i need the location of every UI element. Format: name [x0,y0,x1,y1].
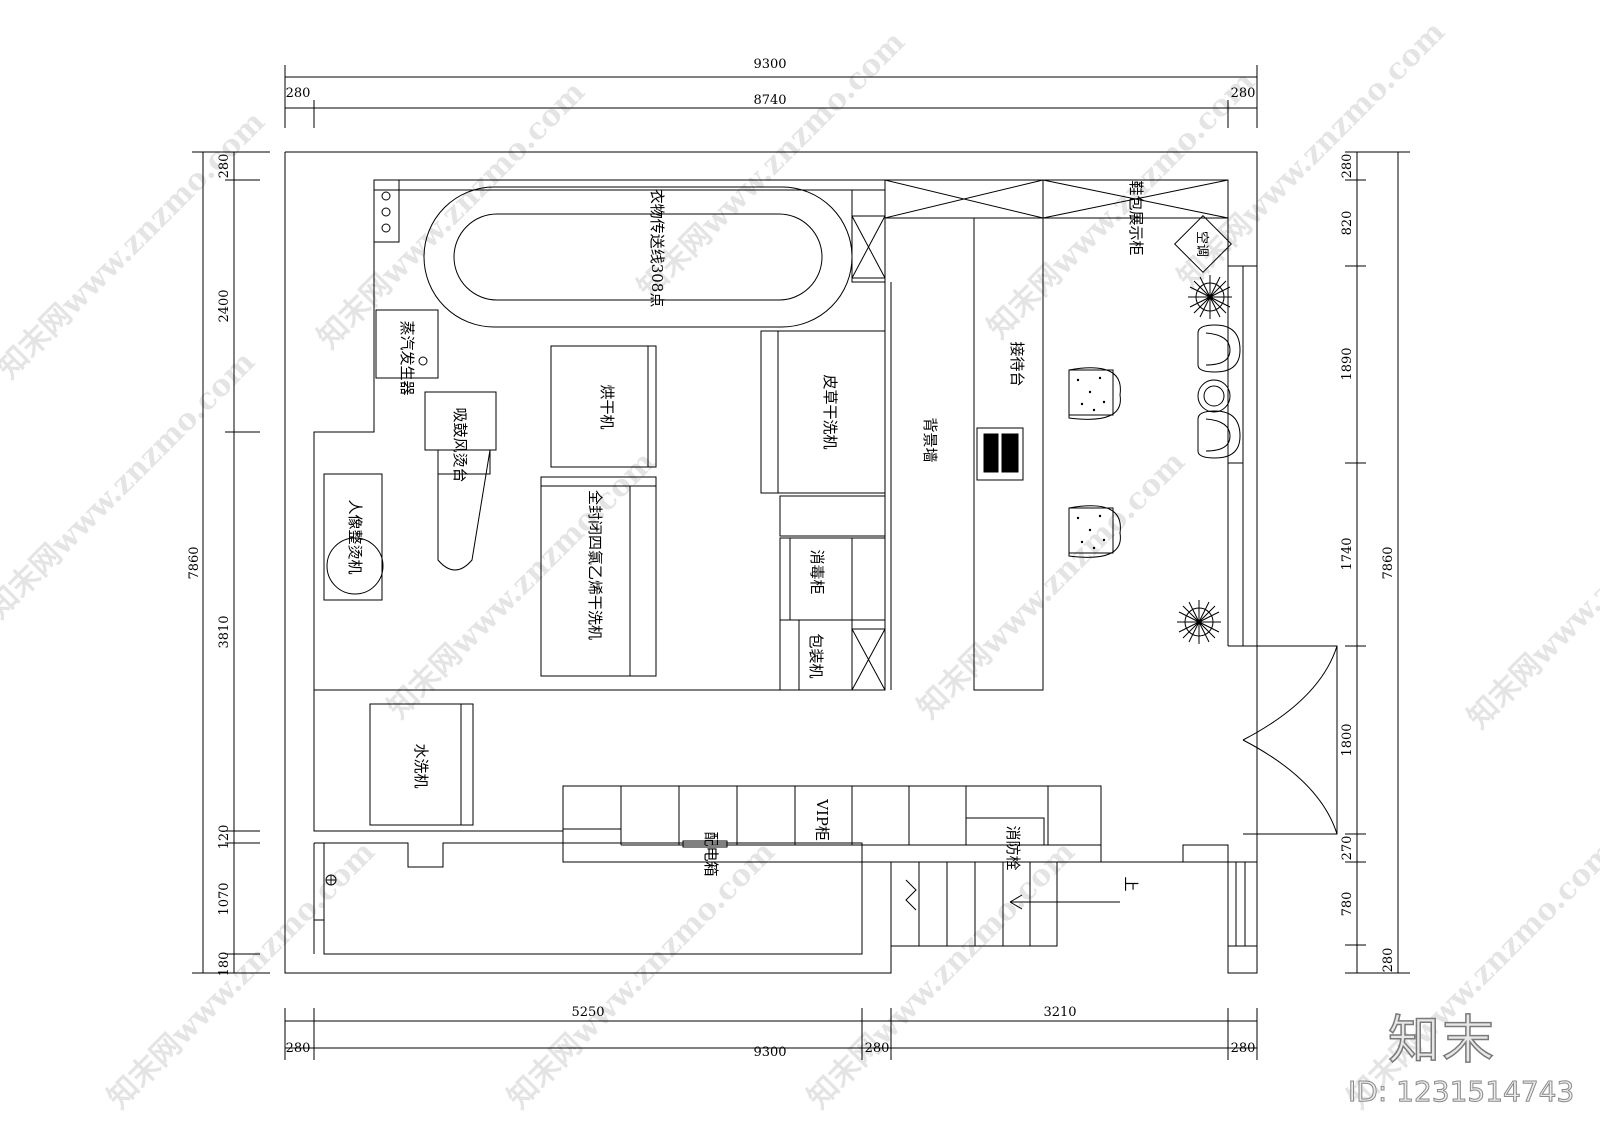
label-leather-dry-cleaner: 皮草干洗机 [821,374,839,449]
bottom-dimension-lines [284,1008,1258,1060]
watermark: 知末网www.znzmo.com [0,104,272,385]
label-sterilizer-cabinet: 消毒柜 [808,549,826,594]
perc-dry-cleaner [540,476,657,677]
watermark: 知末网www.znzmo.com [101,834,382,1115]
plant-1 [1188,275,1232,319]
dim-bottom-right: 280 [1231,1041,1256,1056]
column-bottom [851,628,886,691]
brand-logo: 知末 [1387,1010,1497,1072]
dryer [550,345,657,468]
dim-left-120: 120 [217,825,232,850]
dim-top-right: 280 [1231,86,1256,101]
label-perc-dry-cleaner: 全封闭四氯乙烯干洗机 [586,490,604,640]
shoe-bag-display-cabinet [884,179,1229,219]
watermark: 知末网www.znzmo.com [1461,454,1600,735]
dim-right-1800: 1800 [1340,723,1355,756]
entrance-door [1242,645,1338,835]
label-reception-desk: 接待台 [1008,341,1026,386]
label-air-conditioner: 空调 [1194,231,1209,257]
dim-right-270: 270 [1340,836,1355,861]
label-dryer: 烘干机 [598,384,616,429]
portrait-ironer [323,473,383,601]
packing-machine [779,619,853,691]
label-washing-machine: 水洗机 [412,743,430,788]
dim-right-280-top: 280 [1340,154,1355,179]
air-conditioner [1174,215,1232,273]
dim-bottom-mid: 280 [865,1041,890,1056]
sink-unit [373,179,400,243]
label-conveyor: 衣物传送线308点 [648,189,666,308]
plant-2 [1177,600,1221,644]
dim-left-1070: 1070 [217,882,232,915]
watermark: 知末网www.znzmo.com [1341,834,1600,1115]
dim-bottom-total: 9300 [753,1045,786,1060]
label-portrait-ironer: 人像整烫机 [346,499,364,574]
vip-cabinet-row [562,785,1102,863]
watermark: 知末网www.znzmo.com [501,834,782,1115]
conveyor-line [423,186,853,328]
dim-bottom-left-span: 5250 [571,1005,604,1020]
image-id: ID: 1231514743 [1347,1075,1575,1109]
dim-top-left: 280 [286,86,311,101]
stairs [890,861,1120,947]
dim-right-820: 820 [1340,211,1355,236]
column-top [851,189,886,283]
label-distribution-box: 配电箱 [702,831,720,876]
left-dimension-lines [192,151,270,974]
label-vip-cabinet: VIP柜 [813,798,831,841]
right-dimension-lines [1345,151,1410,974]
watermark: 知末网www.znzmo.com [0,344,262,625]
dim-left-total: 7860 [187,546,202,579]
chair-2 [1068,505,1121,558]
watermark: 知末网www.znzmo.com [1171,14,1452,295]
label-packing-machine: 包装机 [807,633,825,678]
reception-desk [973,217,1044,691]
dim-right-780: 780 [1340,892,1355,917]
chair-hatch [1076,376,1106,550]
label-shoe-bag-cabinet: 鞋包展示柜 [1127,180,1145,255]
dim-bottom-left: 280 [286,1041,311,1056]
steam-generator [375,309,439,379]
label-background-wall: 背景墙 [921,417,939,462]
watermark: 知末网www.znzmo.com [911,444,1192,725]
dim-left-2400: 2400 [217,289,232,322]
dim-left-3810: 3810 [217,615,232,648]
suction-ironing-table [424,391,497,571]
watermark: 知末网www.znzmo.com [381,444,662,725]
dim-left-280: 280 [217,154,232,179]
chair-1 [1068,367,1121,420]
top-dimension-lines [284,65,1258,128]
watermark: 知末网www.znzmo.com [801,834,1082,1115]
washing-machine [369,703,474,826]
label-fire-hydrant: 消防栓 [1004,825,1022,870]
dim-right-280-bottom: 280 [1381,948,1396,973]
label-stairs-up: 上 [1122,876,1140,891]
dim-right-1890: 1890 [1340,347,1355,380]
window-seats [1197,324,1241,459]
leather-dry-cleaner [760,330,886,494]
dim-bottom-right-span: 3210 [1043,1005,1076,1020]
storefront-glazing [1227,266,1258,647]
pos-terminal [976,427,1024,481]
label-steam-generator: 蒸汽发生器 [398,320,416,395]
dim-top-mid: 8740 [753,93,786,108]
dim-left-180: 180 [217,952,232,977]
entry-step [1227,861,1258,947]
dim-right-1740: 1740 [1340,537,1355,570]
watermark: 知末网www.znzmo.com [311,74,592,355]
watermark: 知末网www.znzmo.com [981,64,1262,345]
dim-top-total: 9300 [753,57,786,72]
label-suction-ironing-table: 吸鼓风烫台 [451,407,469,482]
dim-right-total: 7860 [1381,546,1396,579]
